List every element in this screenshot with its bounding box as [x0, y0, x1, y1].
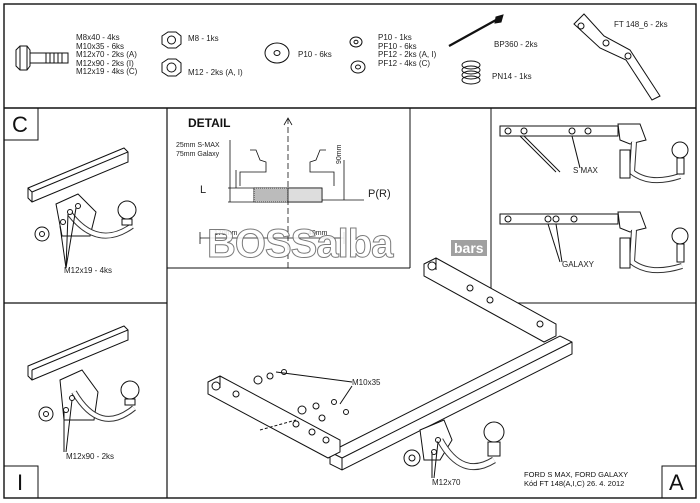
smax-label: S MAX [573, 166, 598, 175]
detail-dim-90: 90mm [336, 144, 343, 164]
box-i [3, 465, 39, 499]
box-c [3, 107, 39, 141]
bolt-size-4: M12x90 - 2ks (I) [76, 58, 134, 68]
watermark-sub-text: bars [451, 240, 487, 256]
watermark-main-text: BOSSalba [206, 222, 393, 267]
nut-m12-icon [161, 58, 182, 77]
detail-dim-40: 40mm [308, 230, 328, 237]
section-c-letter: C [12, 112, 28, 137]
bracket-icon [573, 13, 661, 101]
spring-washer-4: PF12 - 4ks (C) [378, 58, 431, 68]
brand-watermark: BOSSalba bars [203, 214, 493, 280]
detail-drawing [199, 117, 364, 268]
cable-tie-icon [448, 14, 504, 47]
box-a [661, 465, 697, 499]
section-i-letter: I [17, 470, 24, 495]
detail-dim-galaxy: 75mm Galaxy [176, 151, 220, 158]
spring-washer-2: PF10 - 6ks [378, 41, 417, 51]
variant-smax-drawing [499, 123, 689, 184]
drawing-footer: FORD S MAX, FORD GALAXY Kód FT 148(A,I,C… [524, 470, 628, 488]
footer-vehicle: FORD S MAX, FORD GALAXY [524, 470, 629, 479]
spring-washers-list: P10 - 1ks PF10 - 6ks PF12 - 2ks (A, I) P… [378, 33, 437, 68]
bracket-label: FT 148_6 - 2ks [614, 20, 668, 29]
bolt-size-1: M8x40 - 4ks [76, 33, 120, 42]
detail-title: DETAIL [188, 116, 231, 130]
nut-m8-icon [161, 31, 182, 49]
washer-p10-label: P10 - 6ks [298, 50, 332, 59]
detail-dim-pr: P(R) [368, 188, 391, 200]
detail-dim-170: 170mm [214, 230, 238, 237]
bolt-size-3: M12x70 - 2ks (A) [76, 50, 137, 59]
section-a-letter: A [669, 470, 684, 495]
footer-code-date: Kód FT 148(A,I,C) 26. 4. 2012 [524, 479, 625, 488]
panel-c-drawing [27, 147, 137, 269]
detail-dim-l: L [200, 184, 207, 196]
bolt-icon [15, 45, 69, 71]
nut-m8-label: M8 - 1ks [188, 34, 219, 43]
bolt-sizes-list: M8x40 - 4ks M10x35 - 6ks M12x70 - 2ks (A… [76, 33, 138, 77]
washer-small-icon [349, 36, 366, 74]
outer-frame [3, 3, 697, 499]
panel-a-drawing [207, 257, 573, 479]
detail-dim-smax: 25mm S-MAX [176, 142, 220, 149]
variant-galaxy-drawing [499, 211, 689, 274]
nut-m12-label: M12 - 2ks (A, I) [188, 68, 243, 77]
panel-c-bolt-label: M12x19 - 4ks [64, 266, 113, 275]
washer-p10-icon [264, 42, 290, 64]
spring-label: PN14 - 1ks [492, 72, 532, 81]
bolt-size-2: M10x35 - 6ks [76, 41, 125, 51]
spring-icon [461, 60, 481, 85]
bolt-size-5: M12x19 - 4ks (C) [76, 67, 138, 76]
panel-i-bolt-label: M12x90 - 2ks [66, 452, 115, 461]
panel-i-drawing [27, 325, 140, 453]
spring-washer-1: P10 - 1ks [378, 33, 412, 42]
galaxy-label: GALAXY [562, 260, 595, 269]
panel-a-bolt-bottom-label: M12x70 [432, 478, 461, 487]
cable-tie-label: BP360 - 2ks [494, 40, 538, 49]
spring-washer-3: PF12 - 2ks (A, I) [378, 50, 437, 59]
panel-a-bolt-top-label: M10x35 [352, 378, 381, 387]
